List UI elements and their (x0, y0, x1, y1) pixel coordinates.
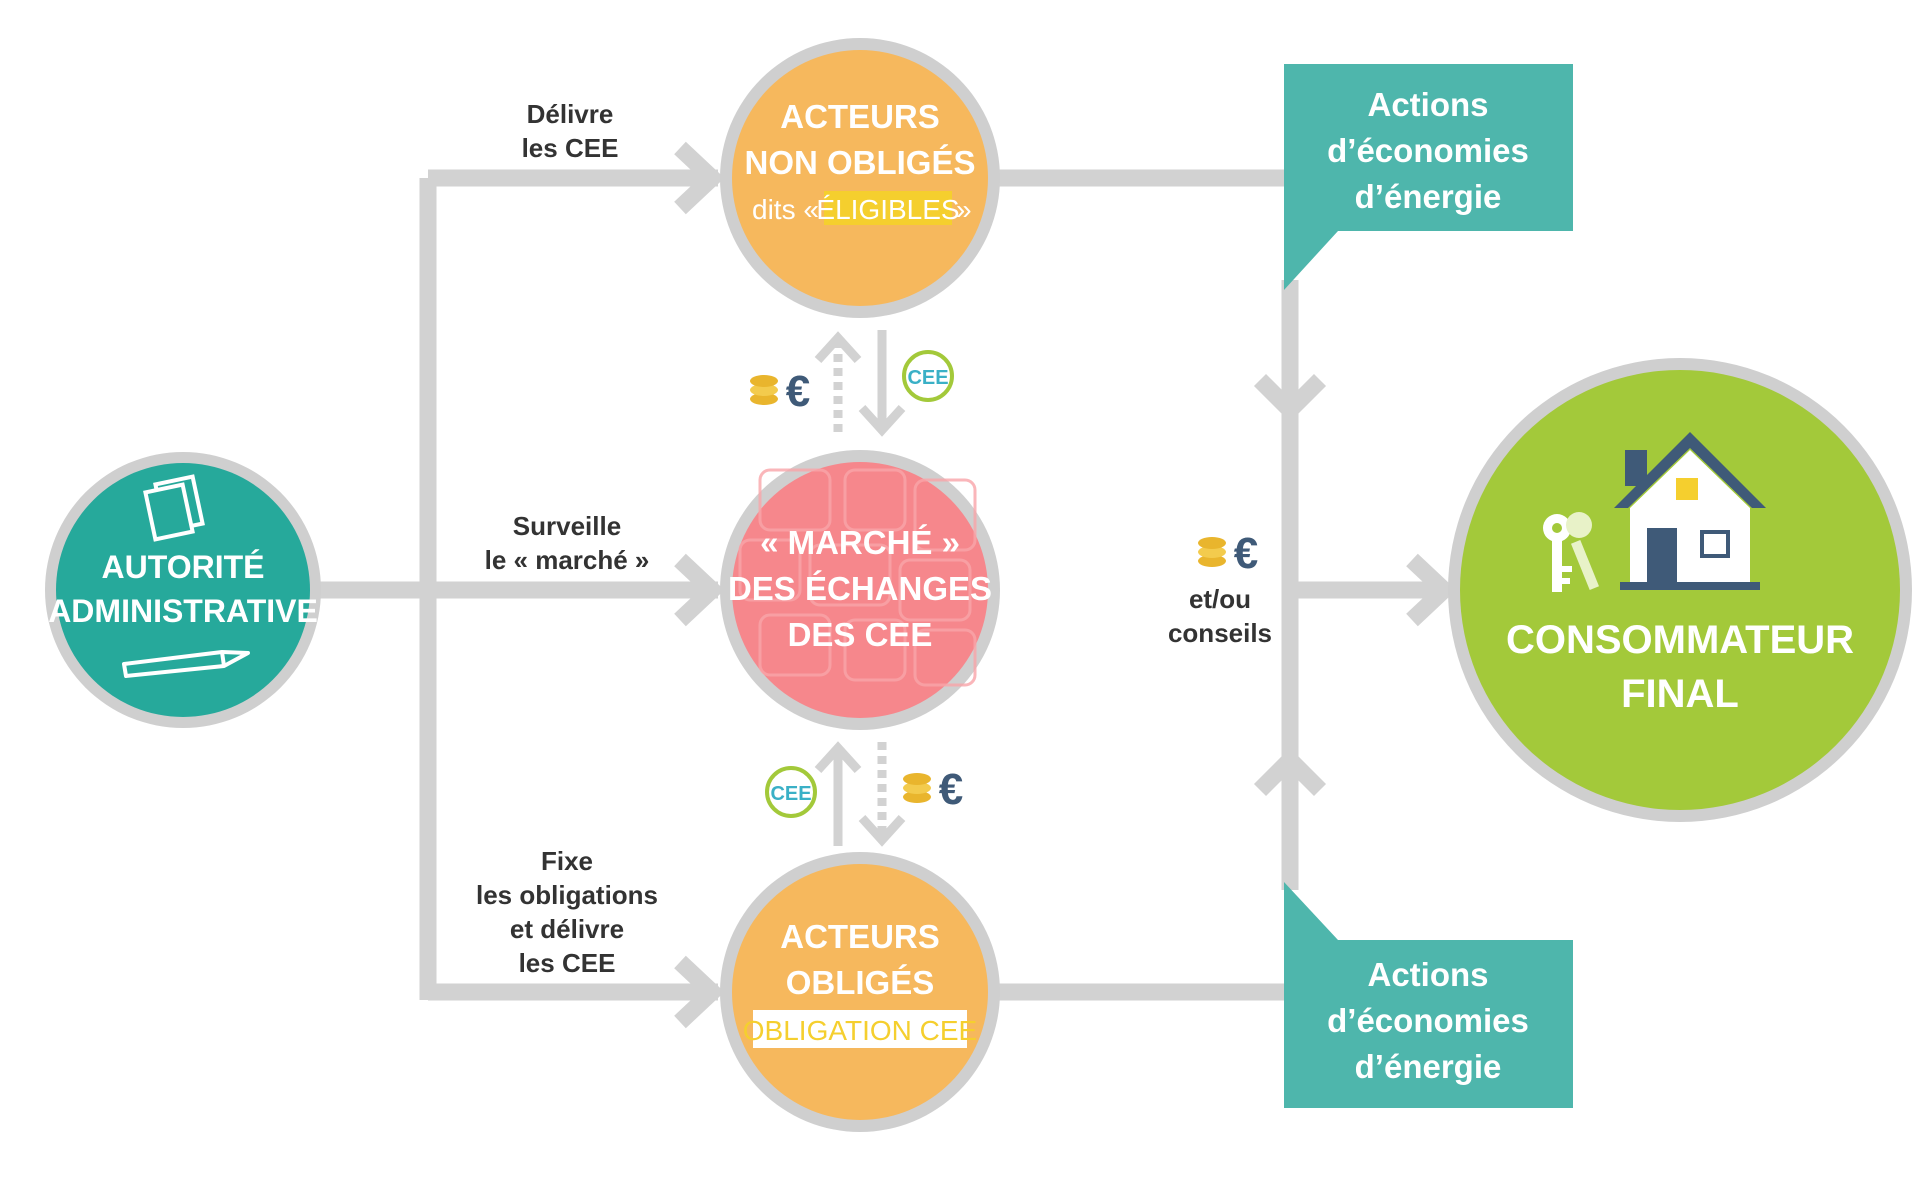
obliged-node: ACTEURS OBLIGÉS OBLIGATION CEE (720, 852, 1000, 1132)
action-bottom-line1: Actions (1367, 956, 1488, 993)
coins-icon (750, 375, 778, 405)
cee-badge-text: CEE (770, 783, 811, 805)
euro-badge-right: € (1198, 529, 1258, 578)
arrow-top (674, 141, 725, 215)
arrow-bottom (674, 955, 725, 1029)
arrowheads (674, 141, 1457, 1029)
authority-line1: AUTORITÉ (102, 549, 265, 585)
arrow-consumer (1406, 553, 1457, 627)
action-bottom-line3: d’énergie (1355, 1048, 1502, 1085)
keys-icon (1543, 512, 1600, 592)
market-line2: DES ÉCHANGES (728, 570, 992, 607)
arrow-up-right (1253, 747, 1327, 797)
market-node: « MARCHÉ » DES ÉCHANGES DES CEE (720, 450, 1000, 730)
euro-icon: € (939, 765, 963, 814)
delivers-line2: les CEE (522, 133, 619, 163)
monitors-line2: le « marché » (485, 545, 650, 575)
authority-line2: ADMINISTRATIVE (48, 593, 318, 629)
eligible-highlight (824, 191, 952, 225)
coins-icon (1198, 537, 1226, 567)
arrow-down-right (1253, 373, 1327, 423)
authority-node: AUTORITÉ ADMINISTRATIVE (45, 452, 321, 728)
and-or-line2: conseils (1168, 618, 1272, 648)
non-obliged-line1: ACTEURS (780, 98, 940, 135)
obliged-line2: OBLIGÉS (786, 964, 935, 1001)
euro-badge-top: € (750, 367, 810, 416)
edge-labels: Délivre les CEE Surveille le « marché » … (476, 99, 1272, 978)
connector-lines (305, 169, 1440, 1001)
exchange-arrows (814, 330, 906, 847)
sets-line4: les CEE (519, 948, 616, 978)
consumer-node: CONSOMMATEUR FINAL (1448, 358, 1912, 822)
cee-badge-text: CEE (907, 367, 948, 389)
euro-icon: € (1234, 529, 1258, 578)
action-box-bottom: Actions d’économies d’énergie (1284, 882, 1573, 1108)
action-top-line2: d’économies (1327, 132, 1529, 169)
sets-line1: Fixe (541, 846, 593, 876)
action-top-line1: Actions (1367, 86, 1488, 123)
cee-badge-top: CEE (902, 350, 954, 402)
obligation-highlight-text: OBLIGATION CEE (743, 1015, 977, 1046)
obligation-highlight (753, 1010, 967, 1048)
action-bottom-line2: d’économies (1327, 1002, 1529, 1039)
pencil-icon (122, 650, 250, 678)
market-line1: « MARCHÉ » (760, 524, 960, 561)
action-box-top: Actions d’économies d’énergie (1284, 64, 1573, 290)
euro-badge-bottom: € (903, 765, 963, 814)
sets-line2: les obligations (476, 880, 658, 910)
non-obliged-line2: NON OBLIGÉS (744, 144, 975, 181)
action-top-line3: d’énergie (1355, 178, 1502, 215)
market-line3: DES CEE (788, 616, 933, 653)
coins-icon (903, 773, 931, 803)
and-or-line1: et/ou (1189, 584, 1251, 614)
cee-badge-bottom: CEE (765, 766, 817, 818)
delivers-line1: Délivre (527, 99, 614, 129)
documents-icon (143, 474, 205, 542)
arrow-middle (674, 553, 725, 627)
obliged-line1: ACTEURS (780, 918, 940, 955)
consumer-line2: FINAL (1621, 672, 1739, 716)
euro-icon: € (786, 367, 810, 416)
house-icon (1614, 432, 1766, 590)
consumer-line1: CONSOMMATEUR (1506, 618, 1854, 662)
monitors-line1: Surveille (513, 511, 621, 541)
market-pattern (738, 468, 977, 687)
non-obliged-node: ACTEURS NON OBLIGÉS dits « ÉLIGIBLES » (720, 38, 1000, 318)
sets-line3: et délivre (510, 914, 624, 944)
non-obliged-highlight-text: ÉLIGIBLES (816, 194, 959, 225)
cee-down-head (858, 404, 906, 437)
euro-down-dashed-head (858, 814, 906, 847)
non-obliged-prefix: dits « (752, 194, 819, 225)
euro-up-dashed-head (814, 331, 862, 364)
non-obliged-suffix: » (956, 194, 972, 225)
cee-up-head (814, 741, 862, 774)
